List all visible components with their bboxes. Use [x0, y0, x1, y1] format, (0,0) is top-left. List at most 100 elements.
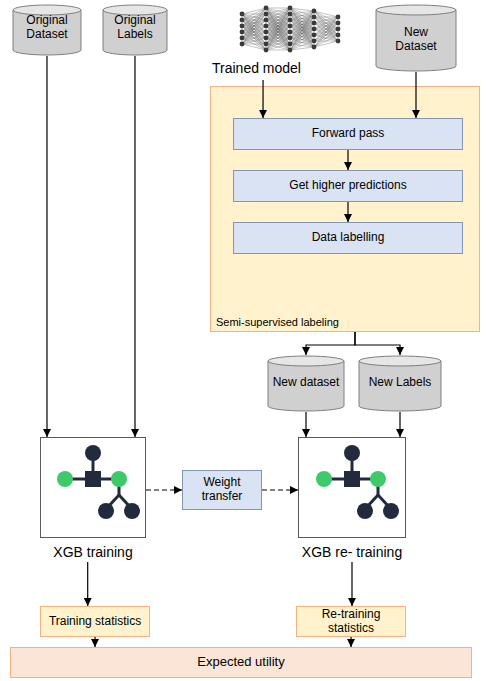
dataset-cylinder: New Dataset [375, 4, 457, 72]
network-link [242, 38, 266, 50]
tree-icon [40, 437, 146, 538]
network-link [266, 44, 290, 50]
network-link [266, 38, 290, 50]
node-label: Original Labels [110, 14, 160, 42]
network-link [314, 23, 338, 47]
network-neuron [264, 36, 269, 41]
network-link [290, 47, 314, 50]
node-label: Training statistics [41, 607, 149, 636]
node-label: Re-training statistics [297, 607, 405, 636]
network-neuron [312, 39, 317, 44]
network-neuron [312, 45, 317, 50]
neural-network-icon [210, 4, 346, 56]
network-link [290, 11, 314, 32]
network-link [266, 8, 290, 26]
network-link [242, 8, 266, 44]
network-neuron [264, 42, 269, 47]
network-link [242, 14, 266, 50]
network-link [314, 17, 338, 23]
tree-root-square [344, 471, 360, 487]
flow-arrow [134, 56, 135, 437]
flow-arrow [305, 412, 306, 437]
cylinder-body [13, 10, 81, 55]
network-neuron [312, 33, 317, 38]
network-neuron [264, 6, 269, 11]
cylinder-top [268, 356, 344, 366]
flow-arrow [350, 637, 351, 647]
network-link [290, 11, 314, 50]
network-link [266, 8, 290, 32]
process-box: Data labelling [233, 222, 463, 254]
network-neuron [240, 12, 245, 17]
tree-leaf [124, 503, 140, 519]
network-neuron [240, 30, 245, 35]
network-link [242, 32, 266, 44]
node-label: Forward pass [234, 119, 462, 149]
network-neuron [240, 18, 245, 23]
network-link [266, 32, 290, 50]
network-link [314, 17, 338, 41]
tree-icon [298, 437, 406, 538]
node-label: Trained model [212, 60, 301, 76]
node-label: Original Dataset [20, 14, 74, 42]
network-link [290, 17, 314, 50]
network-link [242, 20, 266, 44]
network-link [266, 50, 290, 51]
tree-leaf [383, 503, 399, 519]
network-link [266, 14, 290, 50]
network-link [290, 11, 314, 44]
network-link [242, 8, 266, 38]
network-link [314, 29, 338, 47]
network-link [266, 8, 290, 26]
network-link [314, 17, 338, 29]
network-link [290, 8, 314, 23]
network-link [266, 20, 290, 50]
flow-arrow [87, 562, 88, 606]
dataset-cylinder: Original Labels [102, 4, 168, 56]
flow-arrow [306, 332, 355, 355]
network-link [290, 8, 314, 29]
network-link [290, 8, 314, 35]
network-link [266, 26, 290, 50]
network-link [314, 17, 338, 47]
tree-leaf [111, 471, 127, 487]
network-link [266, 14, 290, 50]
cylinder-body [103, 10, 167, 55]
network-link [242, 38, 266, 44]
model-box-outline [299, 438, 406, 538]
node-label: New dataset [267, 376, 345, 390]
network-link [242, 32, 266, 44]
network-neuron [336, 39, 341, 44]
network-neuron [240, 24, 245, 29]
network-neuron [288, 30, 293, 35]
node-label: Semi-supervised labeling [216, 316, 339, 329]
network-link [314, 35, 338, 47]
network-link [266, 8, 290, 38]
network-neuron [288, 18, 293, 23]
network-link [242, 14, 266, 44]
network-neuron [312, 21, 317, 26]
node-label: Weight transfer [183, 471, 261, 509]
network-link [242, 26, 266, 44]
flow-arrow [94, 637, 95, 647]
cylinder-body [359, 361, 441, 411]
network-neuron [288, 24, 293, 29]
network-neuron [264, 18, 269, 23]
model-illustration: Trained model [210, 4, 346, 80]
xgb-model-box: XGB training [40, 437, 146, 562]
network-link [242, 26, 266, 44]
tree-leaf [85, 445, 101, 461]
network-link [266, 8, 290, 44]
process-box: Forward pass [233, 118, 463, 150]
network-link [314, 11, 338, 35]
network-link [266, 8, 290, 32]
network-link [242, 26, 266, 50]
network-link [266, 8, 290, 50]
tree-leaf [316, 471, 332, 487]
network-neuron [336, 33, 341, 38]
network-link [242, 20, 266, 50]
network-neuron [288, 42, 293, 47]
node-label: Expected utility [11, 648, 471, 677]
network-link [314, 17, 338, 23]
cylinder-top [359, 356, 441, 366]
